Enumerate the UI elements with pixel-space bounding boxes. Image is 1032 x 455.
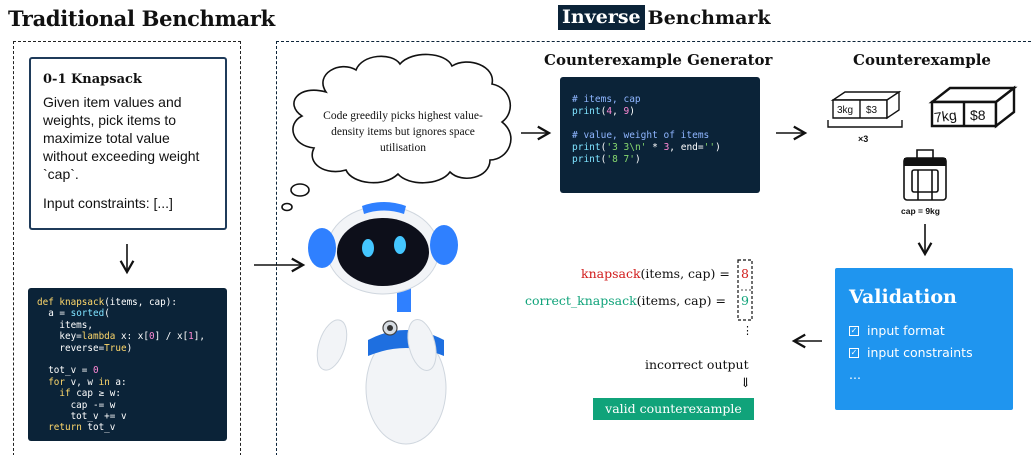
eq2-value: 9 [741, 293, 749, 308]
valid-counterexample-badge: valid counterexample [593, 398, 754, 420]
counterexample-label: Counterexample [853, 51, 991, 69]
problem-description: Given item values and weights, pick item… [43, 94, 200, 182]
problem-title: 0-1 Knapsack [43, 72, 142, 87]
backpack-icon [903, 149, 947, 201]
eq1-args: (items, cap) = [640, 266, 730, 281]
eq1-func: knapsack [581, 266, 641, 281]
inverse-benchmark-heading: Inverse Benchmark [558, 5, 771, 30]
value-box-group [737, 259, 753, 321]
traditional-panel [13, 41, 241, 455]
traditional-benchmark-heading: Traditional Benchmark [8, 6, 275, 31]
generator-code: # items, cap print(4, 9) # value, weight… [560, 77, 760, 193]
thought-cloud [281, 53, 512, 212]
large-box-icon [928, 85, 1018, 129]
small-box-weight: 3kg [837, 105, 853, 116]
large-box-weight: 7kg [933, 107, 958, 126]
equation-knapsack: knapsack(items, cap) = [581, 266, 730, 281]
cap-label: cap = 9kg [901, 206, 940, 216]
generator-label: Counterexample Generator [544, 51, 773, 69]
validation-title: Validation [849, 286, 957, 308]
heading-highlight: Inverse [558, 5, 645, 30]
backpack-flap [904, 158, 946, 166]
validation-more: ... [849, 367, 861, 382]
problem-constraints: Input constraints: [...] [43, 195, 173, 211]
multiplier-bracket [827, 120, 903, 128]
small-box-icon [830, 90, 902, 120]
double-arrow-down: ⇓ [740, 376, 751, 391]
small-box-value: $3 [866, 105, 878, 116]
equation-correct-knapsack: correct_knapsack(items, cap) = [525, 293, 726, 308]
solution-code: def knapsack(items, cap): a = sorted( it… [28, 288, 227, 441]
eq1-value: 8 [741, 266, 749, 281]
thought-text: Code greedily picks highest value-densit… [323, 110, 483, 154]
ellipsis-vertical: ⋮ [742, 324, 753, 337]
checkbox-icon: ✓ [849, 348, 859, 358]
robot-illustration [308, 202, 458, 445]
problem-card: 0-1 Knapsack Given item values and weigh… [29, 57, 227, 230]
checkbox-icon: ✓ [849, 326, 859, 336]
eq2-args: (items, cap) = [636, 293, 726, 308]
eq2-func: correct_knapsack [525, 293, 637, 308]
incorrect-output-text: incorrect output [645, 357, 749, 372]
heading-rest: Benchmark [647, 6, 771, 29]
validation-item: ✓ input format [849, 323, 945, 338]
validation-box: Validation ✓ input format ✓ input constr… [835, 268, 1013, 410]
large-box-value: $8 [970, 107, 986, 123]
multiplier-text: ×3 [858, 134, 868, 144]
inverse-panel [276, 41, 1032, 455]
validation-item: ✓ input constraints [849, 345, 973, 360]
